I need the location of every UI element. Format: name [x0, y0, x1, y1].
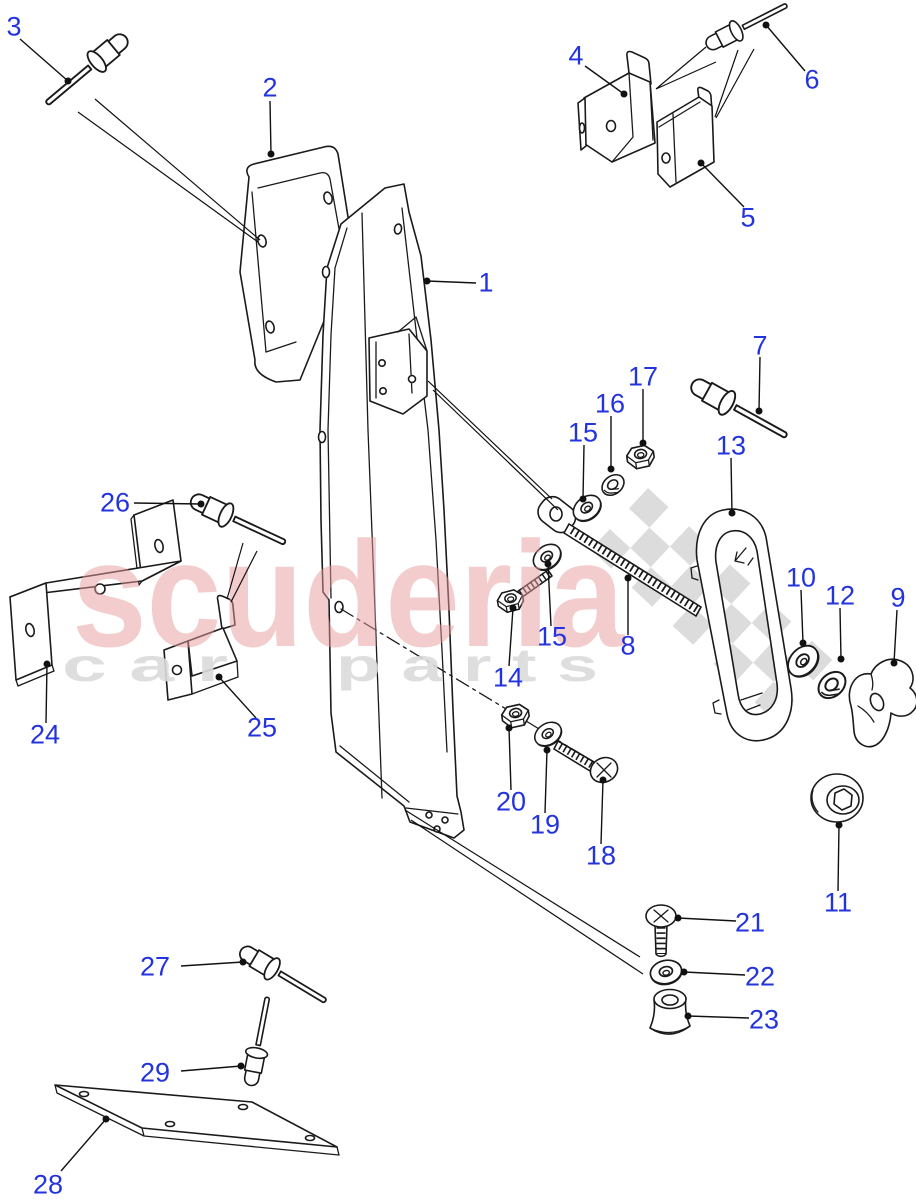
- screw-part18: [553, 740, 619, 784]
- callout-24: 24: [29, 719, 61, 750]
- callout-21: 21: [734, 907, 766, 938]
- callout-15b: 15: [536, 621, 568, 652]
- hex-nut-part20: [499, 702, 532, 730]
- callout-9: 9: [890, 582, 906, 613]
- angle-bracket-part5: [656, 86, 715, 188]
- threaded-rod-part8: [537, 495, 702, 617]
- upper-bracket-part2: [239, 145, 353, 383]
- callout-10: 10: [785, 562, 817, 593]
- clamp-bracket-part25: [163, 594, 239, 701]
- rivet-part3: [37, 26, 135, 114]
- callout-13: 13: [715, 430, 747, 461]
- spacer-part23: [649, 988, 691, 1035]
- hex-nut-part17: [624, 443, 657, 471]
- channel-bracket-part4: [577, 50, 656, 163]
- callout-18: 18: [585, 840, 617, 871]
- main-bracket-part1: [317, 183, 465, 839]
- z-bracket-part24: [9, 499, 182, 687]
- brand-watermark: scuderia c a r p a r t s: [62, 510, 625, 691]
- callout-27: 27: [139, 951, 171, 982]
- callout-26: 26: [99, 487, 131, 518]
- callout-29: 29: [139, 1057, 171, 1088]
- assembly-pointer-lines: [77, 46, 755, 975]
- callout-leader-lines: [19, 21, 898, 1172]
- callout-28: 28: [32, 1169, 64, 1200]
- bushing-part11: [810, 773, 864, 823]
- callout-20: 20: [495, 786, 527, 817]
- screw-part21: [645, 904, 677, 958]
- callout-8: 8: [620, 630, 636, 661]
- callout-14: 14: [492, 662, 524, 693]
- callout-3: 3: [6, 11, 22, 42]
- lock-washer-part16: [597, 469, 629, 501]
- callout-2: 2: [262, 72, 278, 103]
- watermark-brand-text: scuderia: [72, 510, 625, 678]
- callout-7: 7: [752, 330, 768, 361]
- rivet-part27: [233, 938, 333, 1013]
- wing-nut-part9: [848, 658, 916, 748]
- washer-part22: [647, 956, 685, 989]
- callout-17: 17: [627, 361, 659, 392]
- callout-6: 6: [804, 64, 820, 95]
- callout-4: 4: [568, 40, 584, 71]
- callout-12: 12: [824, 580, 856, 611]
- rivet-part6: [701, 0, 793, 57]
- callout-22: 22: [744, 961, 776, 992]
- rivet-part29: [238, 994, 280, 1089]
- callout-23: 23: [748, 1004, 780, 1035]
- watermark-sub-text-car: c a r: [62, 639, 228, 691]
- callout-1: 1: [478, 267, 494, 298]
- callout-16: 16: [594, 388, 626, 419]
- callout-25: 25: [246, 712, 278, 743]
- closing-plate-part28: [54, 1084, 340, 1156]
- callout-19: 19: [529, 809, 561, 840]
- hex-bolt-part14: [495, 569, 553, 615]
- callout-5: 5: [740, 202, 756, 233]
- callout-11: 11: [823, 887, 853, 918]
- closing-strap-part13: [690, 508, 793, 742]
- watermark-sub-text-parts: p a r t s: [336, 639, 598, 691]
- callout-15a: 15: [567, 417, 599, 448]
